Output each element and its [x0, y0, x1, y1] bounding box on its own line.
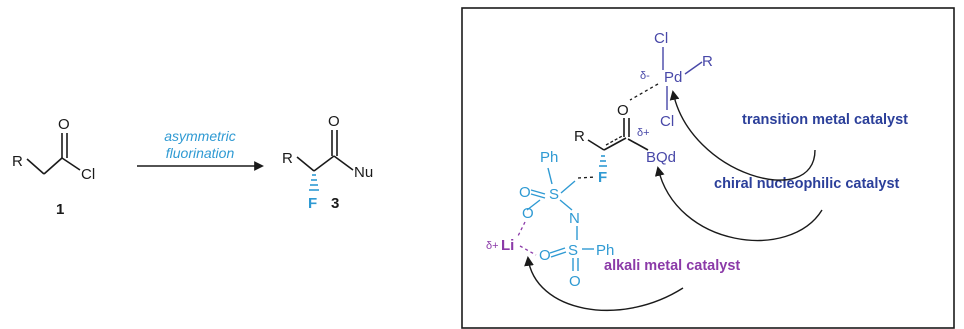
arrow-label-asymmetric: asymmetric: [164, 128, 236, 144]
s-bottom: S: [568, 242, 578, 259]
ph-bottom: Ph: [596, 242, 614, 259]
pd-r-label: R: [702, 53, 713, 70]
o-s-top: O: [519, 184, 531, 201]
enolate-fragment: O R δ+ BQd F: [574, 102, 676, 186]
n-label: N: [569, 210, 580, 227]
bqd-delta-plus: δ+: [637, 127, 650, 139]
o-s-bottom: O: [569, 273, 581, 290]
reactant-r-label: R: [12, 153, 23, 170]
reactant-cl-label: Cl: [81, 166, 95, 183]
ph-top: Ph: [540, 149, 558, 166]
bqd-label: BQd: [646, 149, 676, 166]
arrow-label-fluorination: fluorination: [166, 145, 235, 161]
enolate-f-label: F: [598, 169, 607, 186]
li-delta-plus: δ+: [486, 240, 499, 252]
reactant-acid-chloride: R O Cl 1: [12, 116, 95, 218]
reactant-o-label: O: [58, 116, 70, 133]
label-chiral-nucleophilic: chiral nucleophilic catalyst: [714, 176, 900, 192]
product-fluorinated: R O Nu F 3: [282, 113, 373, 212]
o-s-bottom-left: O: [539, 247, 551, 264]
arrow-transition-metal: [669, 90, 816, 181]
product-nu-label: Nu: [354, 164, 373, 181]
pd-label: Pd: [664, 69, 682, 86]
label-transition-metal: transition metal catalyst: [742, 112, 908, 128]
arrow-alkali-metal: [524, 256, 684, 311]
product-o-label: O: [328, 113, 340, 130]
hashed-wedge-bond: [309, 174, 319, 191]
enolate-o-label: O: [617, 102, 629, 119]
product-number: 3: [331, 195, 339, 212]
pd-cl-bottom: Cl: [660, 113, 674, 130]
mechanism-box: [461, 7, 955, 329]
reactant-number: 1: [56, 201, 64, 218]
o-li-top: O: [522, 205, 534, 222]
li-label: Li: [501, 237, 514, 254]
arrow-chiral-nucleophilic: [654, 166, 823, 242]
s-top: S: [549, 186, 559, 203]
nfsi-lithium-fragment: Ph S O N O δ+ Li O S Ph O: [486, 149, 614, 290]
product-f-label: F: [308, 195, 317, 212]
pd-cl-top: Cl: [654, 30, 668, 47]
enolate-hashed-bond: [599, 155, 607, 167]
product-r-label: R: [282, 150, 293, 167]
pd-delta-minus: δ-: [640, 70, 650, 82]
palladium-center: Cl Pd δ- R Cl: [629, 30, 713, 130]
enolate-r-label: R: [574, 128, 585, 145]
label-alkali-metal: alkali metal catalyst: [604, 258, 740, 274]
reaction-arrow: asymmetric fluorination: [137, 128, 264, 171]
